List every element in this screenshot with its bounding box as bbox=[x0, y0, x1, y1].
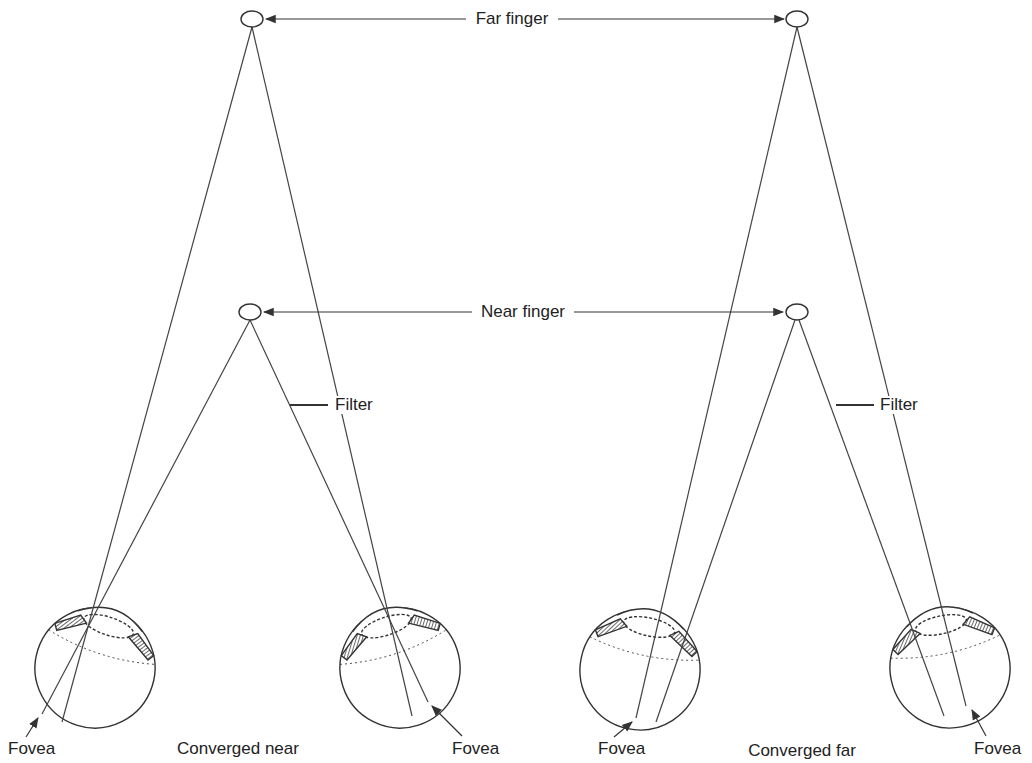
filter-label: Filter bbox=[878, 396, 920, 415]
fovea-label: Fovea bbox=[972, 740, 1023, 759]
eyeball bbox=[879, 595, 1022, 739]
panel-caption: Converged near bbox=[175, 740, 301, 759]
finger-label: Near finger bbox=[479, 303, 567, 322]
eyeball bbox=[569, 597, 712, 741]
panel-caption: Converged far bbox=[746, 742, 858, 761]
fovea-label: Fovea bbox=[596, 740, 647, 759]
fovea-label: Fovea bbox=[450, 740, 501, 759]
finger-label: Far finger bbox=[474, 10, 551, 29]
eyeball bbox=[324, 591, 476, 744]
fovea-label: Fovea bbox=[6, 740, 57, 759]
filter-label: Filter bbox=[333, 396, 375, 415]
